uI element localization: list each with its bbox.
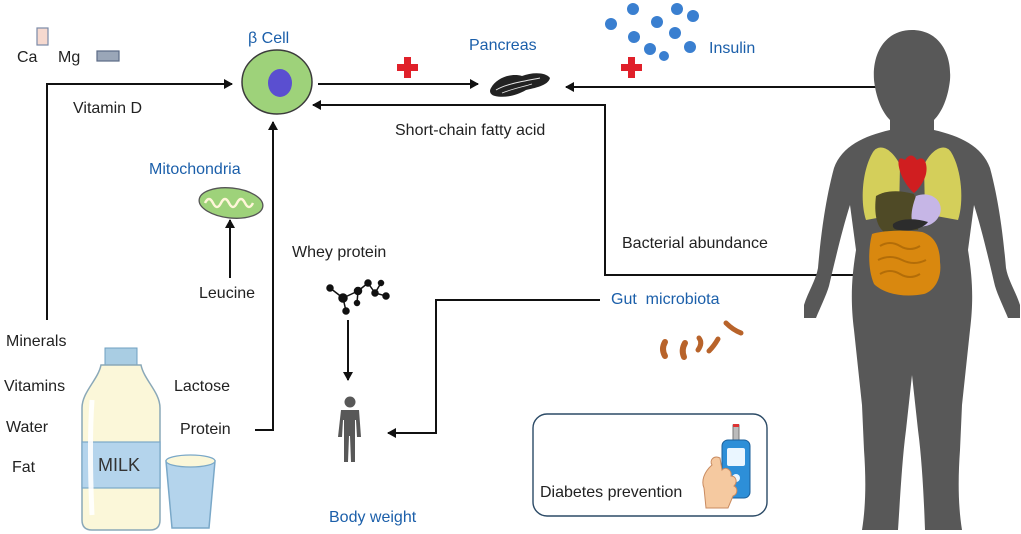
pancreas-label: Pancreas: [469, 37, 537, 54]
insulin-dots-icon: [605, 3, 699, 61]
fat-label: Fat: [12, 459, 36, 476]
bacteria-icon: [660, 320, 744, 360]
glucose-meter-icon: [702, 424, 751, 509]
protein-label: Protein: [180, 421, 231, 438]
milk-label: MILK: [98, 455, 141, 475]
magnesium-swatch: [96, 50, 120, 62]
gut-to-body-weight-arrow: [387, 299, 600, 438]
whey-protein-molecule-icon: [326, 279, 390, 315]
short-chain-fatty-acid-label: Short-chain fatty acid: [395, 122, 546, 139]
gut-to-beta-cell-arrow: [312, 100, 883, 276]
water-label: Water: [6, 419, 49, 436]
body-weight-label: Body weight: [329, 509, 417, 526]
pancreas-icon: [490, 73, 550, 97]
leucine-label: Leucine: [199, 285, 256, 302]
small-person-icon: [338, 396, 361, 462]
gut-microbiota-label: Gut microbiota: [611, 291, 720, 308]
beta-cell-icon: [241, 49, 313, 115]
mitochondria-label: Mitochondria: [149, 161, 241, 178]
insulin-label: Insulin: [709, 40, 756, 57]
minerals-label: Minerals: [6, 333, 67, 350]
red-cross-icon: [397, 57, 418, 78]
red-cross-icon: [621, 57, 642, 78]
protein-to-beta-cell-arrow: [255, 121, 278, 431]
human-body-icon: [804, 30, 1020, 530]
calcium-label: Ca: [17, 49, 38, 66]
diabetes-prevention-label: Diabetes prevention: [540, 484, 683, 501]
magnesium-label: Mg: [58, 49, 81, 66]
vitamin-d-label: Vitamin D: [73, 100, 143, 117]
calcium-swatch: [36, 27, 49, 46]
minerals-to-beta-cell-arrow: [46, 79, 233, 320]
milk-glass-icon: [165, 454, 216, 529]
lactose-label: Lactose: [174, 378, 231, 395]
beta-cell-label: β Cell: [248, 30, 290, 47]
milk-bottle-icon: [81, 347, 161, 531]
vitamins-label: Vitamins: [4, 378, 66, 395]
mitochondria-icon: [198, 187, 264, 219]
whey-protein-label: Whey protein: [292, 244, 387, 261]
bacterial-abundance-label: Bacterial abundance: [622, 235, 768, 252]
